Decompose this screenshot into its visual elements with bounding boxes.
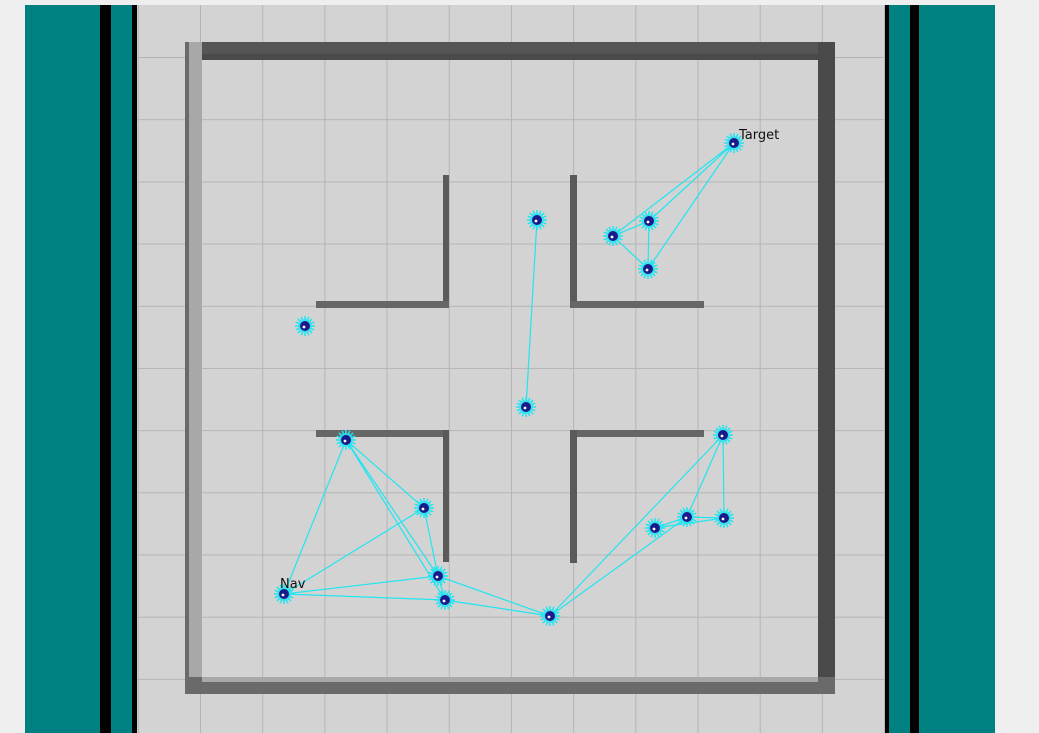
robot-node-b3[interactable] (428, 566, 448, 586)
graph-edge-b1-b4 (345, 439, 446, 601)
graph-edge-target-t3 (647, 142, 735, 270)
robot-node-r3[interactable] (645, 518, 665, 538)
graph-edge-target-t1 (648, 142, 735, 222)
nav-label: Nav (280, 577, 306, 592)
wall-left (185, 42, 202, 694)
wall-tl-horizontal (316, 301, 449, 308)
graph-edge-c1-c2 (525, 219, 538, 408)
graph-edge-b4-s1 (444, 599, 551, 617)
right-black-bar-inner (885, 5, 889, 733)
node-core (682, 512, 692, 522)
grid-floor (137, 5, 885, 733)
graph-edge-b1-b2 (345, 439, 425, 509)
graph-edge-nav-b3 (283, 575, 439, 595)
node-core (644, 216, 654, 226)
node-heading-marker (652, 527, 656, 531)
wall-br-horizontal (570, 430, 704, 437)
graph-edge-b2-b3 (423, 507, 439, 577)
target-label: Target (738, 128, 779, 143)
wall-br-vertical (570, 430, 577, 563)
node-heading-marker (547, 615, 551, 619)
graph-edge-r1-r4 (722, 434, 725, 519)
wall-bl-horizontal (316, 430, 449, 437)
node-heading-marker (343, 439, 347, 443)
left-black-bar-inner (132, 5, 137, 733)
left-black-bar (100, 5, 111, 733)
node-heading-marker (534, 219, 538, 223)
graph-edge-target-t2 (612, 142, 735, 237)
wall-tr-vertical (570, 175, 577, 308)
node-heading-marker (442, 599, 446, 603)
graph-edge-s1-r2 (549, 516, 688, 617)
robot-node-t3[interactable] (638, 259, 658, 279)
graph-edge-b1-b3 (345, 439, 439, 577)
node-core (608, 231, 618, 241)
robot-node-c2[interactable] (516, 397, 536, 417)
wall-tl-vertical (443, 175, 449, 308)
wall-left-edge (185, 42, 189, 694)
node-core (643, 264, 653, 274)
graph-edge-b3-s1 (437, 575, 551, 617)
graph-edge-b2-nav (283, 507, 425, 595)
node-core (440, 595, 450, 605)
robot-node-r1[interactable] (713, 425, 733, 445)
robot-node-lone[interactable] (295, 316, 315, 336)
node-core (729, 138, 739, 148)
graph-edge-nav-b4 (283, 593, 446, 601)
right-black-bar (910, 5, 919, 733)
node-core (545, 611, 555, 621)
wall-tr-horizontal (570, 301, 704, 308)
robot-node-target[interactable] (724, 133, 744, 153)
node-core (521, 402, 531, 412)
robot-node-b4[interactable] (435, 590, 455, 610)
inner-walls (316, 175, 704, 563)
wall-bottom-inner (202, 677, 818, 682)
node-core (279, 589, 289, 599)
robot-node-c1[interactable] (527, 210, 547, 230)
node-core (650, 523, 660, 533)
graph-edge-r1-r2 (686, 434, 724, 518)
node-heading-marker (421, 507, 425, 511)
node-core (532, 215, 542, 225)
graph-edges (283, 142, 735, 617)
robot-node-r2[interactable] (677, 507, 697, 527)
node-heading-marker (523, 406, 527, 410)
graph-edge-b1-nav (283, 439, 347, 595)
arena-walls (185, 42, 835, 694)
robot-node-t1[interactable] (639, 211, 659, 231)
node-core (341, 435, 351, 445)
node-core (433, 571, 443, 581)
node-heading-marker (645, 268, 649, 272)
robot-node-nav[interactable] (274, 584, 294, 604)
node-core (419, 503, 429, 513)
wall-bl-vertical (443, 430, 449, 562)
node-heading-marker (684, 516, 688, 520)
robot-node-b1[interactable] (336, 430, 356, 450)
node-heading-marker (721, 517, 725, 521)
node-heading-marker (302, 325, 306, 329)
robot-node-b2[interactable] (414, 498, 434, 518)
node-heading-marker (646, 220, 650, 224)
node-core (718, 430, 728, 440)
node-heading-marker (720, 434, 724, 438)
node-core (300, 321, 310, 331)
robot-node-r4[interactable] (714, 508, 734, 528)
robot-node-s1[interactable] (540, 606, 560, 626)
robot-node-t2[interactable] (603, 226, 623, 246)
node-heading-marker (610, 235, 614, 239)
node-heading-marker (435, 575, 439, 579)
graph-edge-s1-r1 (549, 434, 724, 617)
graph-nodes[interactable] (274, 133, 744, 626)
node-heading-marker (731, 142, 735, 146)
wall-top-inner (202, 54, 818, 60)
node-heading-marker (281, 593, 285, 597)
node-core (719, 513, 729, 523)
wall-right (818, 42, 835, 694)
